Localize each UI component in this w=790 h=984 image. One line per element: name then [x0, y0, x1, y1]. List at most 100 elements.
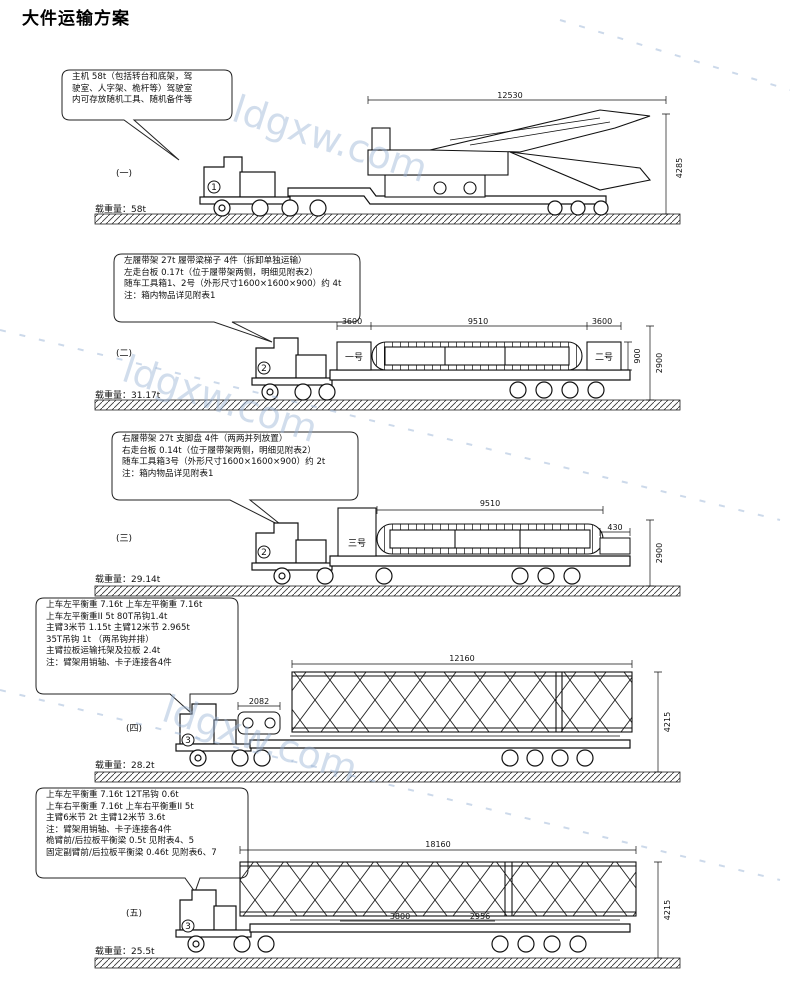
dim-inner-height: 900: [633, 348, 642, 363]
vehicle-number: 2: [261, 548, 267, 558]
note-line: 主机 58t（包括转台和底架，驾: [72, 72, 193, 82]
lowbed-trailer: [249, 735, 631, 767]
page-title: 大件运输方案: [22, 9, 130, 29]
note-line: 注：箱内物品详见附表1: [122, 468, 214, 479]
load-weight: 载重量：25.5t: [95, 945, 155, 957]
vehicle-number: 1: [211, 183, 217, 193]
dim-left: 3600: [342, 317, 362, 326]
tool-box-2: 二号: [586, 341, 622, 371]
note-line: 注：箱内物品详见附表1: [124, 290, 216, 301]
crawler-track-frame: [371, 341, 583, 371]
section-2: 2 一号 二号 3600 9510 3600 900 2900 (二) 载重量：: [94, 253, 681, 411]
note-line: 主臂3米节 1.15t 主臂12米节 2.965t: [46, 623, 190, 634]
note-line: 右履带架 27t 支脚盘 4件（两两并列放置）: [122, 434, 288, 444]
ground-hatch: [94, 771, 681, 783]
winch-drum: [237, 711, 281, 735]
lowbed-trailer: [329, 369, 631, 399]
note-line: 随车工具箱3号（外形尺寸1600×1600×900）约 2t: [122, 457, 326, 468]
note-line: 注：臂架用销轴、卡子连接各4件: [46, 657, 172, 668]
ground-hatch: [94, 585, 681, 597]
vehicle-number: 3: [185, 922, 191, 932]
section-3: 2 三号 9510 430 2900 (三) 载重量：29.14t: [94, 431, 681, 597]
section-1: 1 12530 4285 (一) 载重量：58t: [61, 69, 684, 225]
dimension-lines: [376, 506, 654, 587]
vehicle-number-badge: [207, 180, 221, 194]
notes-section-5: 上车左平衡重 7.16t 12T吊钩 0.6t 上车右平衡重 7.16t 上车右…: [46, 790, 217, 860]
note-line: 随车工具箱1、2号（外形尺寸1600×1600×900）约 4t: [124, 279, 342, 290]
notes-section-2: 左履带架 27t 履带梁梯子 4件（拆卸单独运输） 左走台板 0.17t（位于履…: [124, 256, 341, 302]
note-line: 注：臂架用销轴、卡子连接各4件: [46, 824, 172, 835]
dim-length: 18160: [425, 840, 450, 849]
dim-height: 2900: [655, 543, 664, 563]
dim-length: 12160: [449, 654, 474, 663]
vehicle-number-badge: [257, 361, 271, 375]
boom-truss-section: [291, 671, 633, 733]
dim-height: 4285: [675, 158, 684, 178]
dimension-lines: [336, 322, 654, 401]
ground-hatch: [94, 399, 681, 411]
dim-height: 4215: [663, 712, 672, 732]
outrigger-pads: [599, 537, 631, 555]
dim-b: 2956: [470, 912, 490, 921]
section-5: 3 18160 3800 2956 4215 (五) 载重量：25.5t: [35, 787, 681, 969]
dim-height: 4215: [663, 900, 672, 920]
box-label: 三号: [348, 538, 366, 549]
tool-box-3: 三号: [337, 507, 377, 557]
dim-small: 2082: [249, 697, 269, 706]
dim-a: 3800: [390, 912, 410, 921]
dim-right: 3600: [592, 317, 612, 326]
note-line: 35T吊钩 1t （两吊钩并排）: [46, 634, 154, 645]
lowbed-trailer: [249, 919, 631, 953]
ground-hatch: [94, 213, 681, 225]
crane-main-body: [367, 109, 652, 198]
ground-hatch: [94, 957, 681, 969]
note-line: 桅臂前/后拉板平衡梁 0.5t 见附表4、5: [46, 836, 195, 847]
tractor-truck: [251, 337, 336, 401]
vehicle-number: 2: [261, 364, 267, 374]
dim-middle: 9510: [468, 317, 488, 326]
section-label: (四): [126, 724, 142, 734]
note-line: 驶室、人字架、桅杆等）驾驶室: [72, 83, 193, 94]
section-4: 3 12160 2082 4215 (四) 载重量：28.2t: [35, 597, 681, 783]
load-weight: 载重量：28.2t: [95, 759, 155, 771]
tractor-truck: [175, 889, 275, 953]
section-label: (三): [116, 534, 132, 544]
vehicle-number-badge: [257, 545, 271, 559]
note-line: 固定副臂前/后拉板平衡梁 0.46t 见附表6、7: [46, 847, 217, 858]
load-weight: 载重量：31.17t: [95, 389, 161, 401]
lowbed-trailer: [329, 555, 631, 585]
note-line: 上车左平衡重II 5t 80T吊钩1.4t: [46, 611, 168, 622]
section-label: (一): [116, 169, 132, 179]
load-weight: 载重量：29.14t: [95, 573, 161, 585]
note-line: 上车右平衡重 7.16t 上车右平衡重II 5t: [46, 801, 194, 812]
vehicle-number-badge: [181, 919, 195, 933]
dimension-lines: [237, 660, 662, 773]
boom-truss-section: [239, 861, 637, 917]
note-line: 右走台板 0.14t（位于履带架两侧，明细见附表2）: [122, 445, 316, 456]
note-line: 上车左平衡重 7.16t 上车左平衡重 7.16t: [46, 600, 203, 610]
note-line: 上车左平衡重 7.16t 12T吊钩 0.6t: [46, 790, 179, 800]
vehicle-number: 3: [185, 736, 191, 746]
note-line: 主臂6米节 2t 主臂12米节 3.6t: [46, 813, 166, 824]
notes-section-1: 主机 58t（包括转台和底架，驾 驶室、人字架、桅杆等）驾驶室 内可存放随机工具…: [72, 72, 192, 107]
vehicle-number-badge: [181, 733, 195, 747]
crawler-track-frame: [376, 523, 604, 555]
note-line: 左走台板 0.17t（位于履带架两侧，明细见附表2）: [124, 267, 318, 278]
note-line: 内可存放随机工具、随机备件等: [72, 95, 193, 106]
tool-box-1: 一号: [336, 341, 372, 371]
tractor-truck: [175, 703, 271, 767]
load-weight: 载重量：58t: [95, 203, 146, 215]
notes-section-4: 上车左平衡重 7.16t 上车左平衡重 7.16t 上车左平衡重II 5t 80…: [46, 600, 202, 670]
notes-section-3: 右履带架 27t 支脚盘 4件（两两并列放置） 右走台板 0.14t（位于履带架…: [122, 434, 325, 480]
dimension-lines: [239, 846, 662, 959]
note-line: 主臂拉板运输托架及拉板 2.4t: [46, 646, 161, 657]
box-label: 一号: [345, 352, 363, 363]
section-label: (二): [116, 349, 132, 359]
dim-length: 12530: [497, 91, 522, 100]
section-label: (五): [126, 909, 142, 919]
box-label: 二号: [595, 352, 613, 363]
dim-length: 9510: [480, 499, 500, 508]
dim-height: 2900: [655, 353, 664, 373]
dimension-lines: [367, 96, 670, 215]
